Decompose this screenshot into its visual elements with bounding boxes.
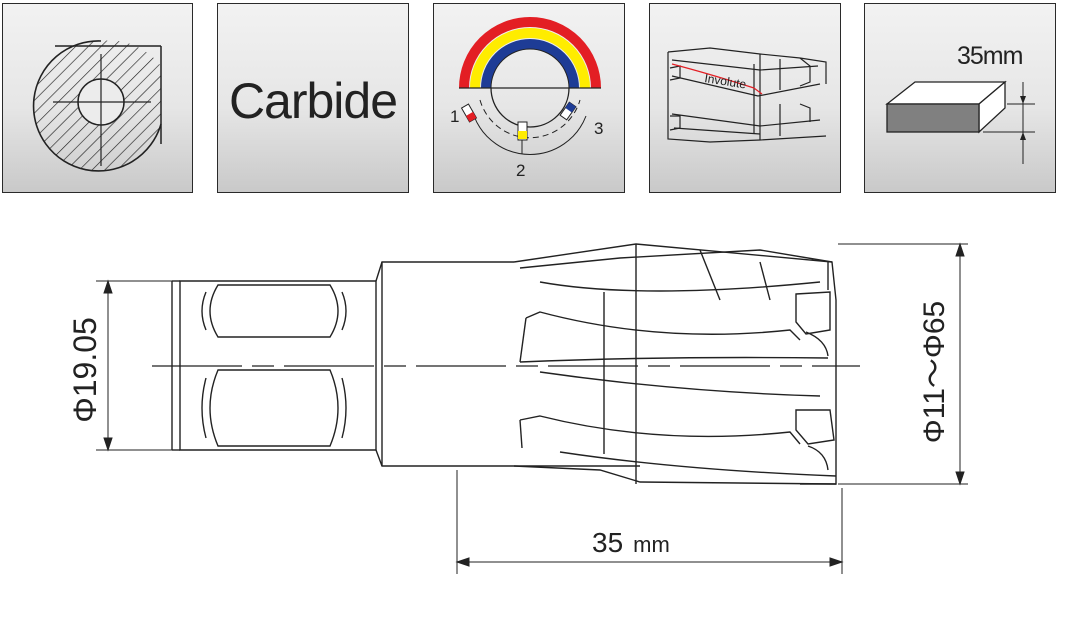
tooth-label-3: 3 (594, 119, 603, 138)
cutting-depth-tile: 35mm (864, 3, 1056, 193)
weldon-shank-cross-section-icon (32, 40, 162, 172)
tooth-geometry-tile: 1 2 3 (433, 3, 625, 193)
cutting-depth-unit: mm (633, 532, 670, 557)
material-tile: Carbide (217, 3, 409, 193)
tooth-label-1: 1 (450, 107, 459, 126)
involute-label: Involute (704, 71, 748, 91)
cutting-depth-value: 35 (592, 527, 623, 558)
tooth-profile-tile: Involute (649, 3, 841, 193)
tooth-label-2: 2 (516, 161, 525, 180)
lower-flat (209, 369, 339, 447)
shank-diameter-label: Φ19.05 (67, 317, 103, 423)
upper-flat (209, 284, 339, 338)
cutter-diameter-label: Φ11～Φ65 (918, 301, 951, 443)
material-label: Carbide (228, 73, 398, 129)
weldon-shank-tile (2, 3, 193, 193)
cutting-depth-label: 35mm (957, 42, 1023, 70)
involute-tooth-icon: Involute (667, 47, 827, 143)
annular-cutter-drawing: Φ19.05 Φ11～Φ65 35 mm (67, 242, 968, 574)
three-tooth-geometry-icon: 1 2 3 (450, 17, 603, 180)
depth-block-icon: 35mm (885, 42, 1035, 164)
cutting-depth-dimension: 35 mm (592, 527, 670, 558)
cutter-outline (513, 243, 837, 485)
